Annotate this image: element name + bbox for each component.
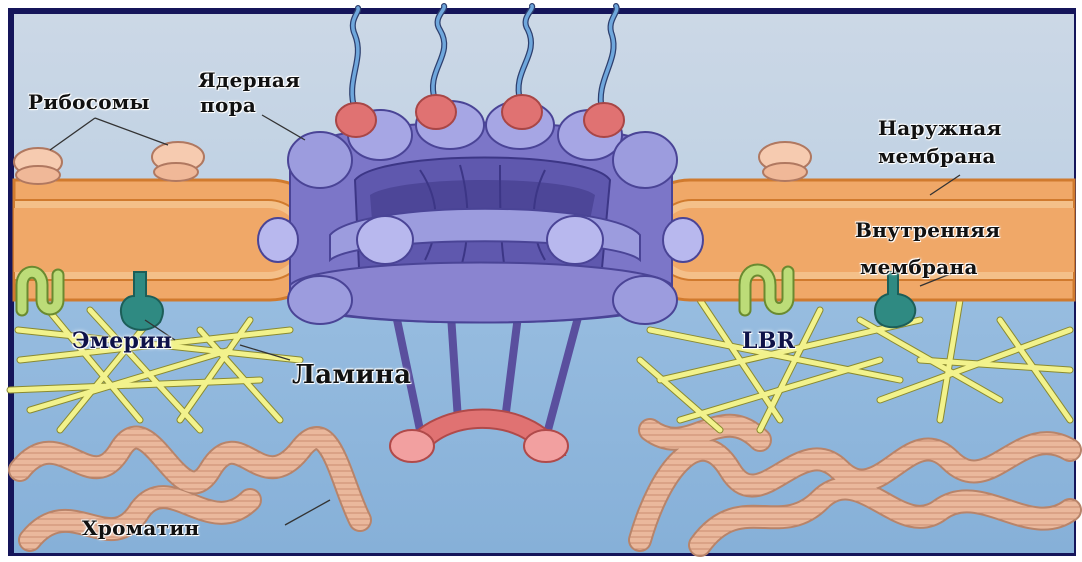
nuclear-pore-label-line1: Ядерная [198,70,300,91]
lamina-label: Ламина [292,362,411,389]
outer-membrane-label-line1: Наружная [878,118,1002,139]
chromatin-label: Хроматин [82,518,199,539]
lbr-label: LBR [742,330,795,353]
inner-membrane-label-line1: Внутренняя [855,220,1000,241]
nuclear-pore-label-line2: пора [200,95,256,116]
emerin-label: Эмерин [72,330,172,353]
nuclear-pore-complex [258,101,703,324]
inner-membrane-label-line2: мембрана [860,257,978,278]
outer-membrane-label-line2: мембрана [878,146,996,167]
ribosomes-label: Рибосомы [28,92,150,113]
